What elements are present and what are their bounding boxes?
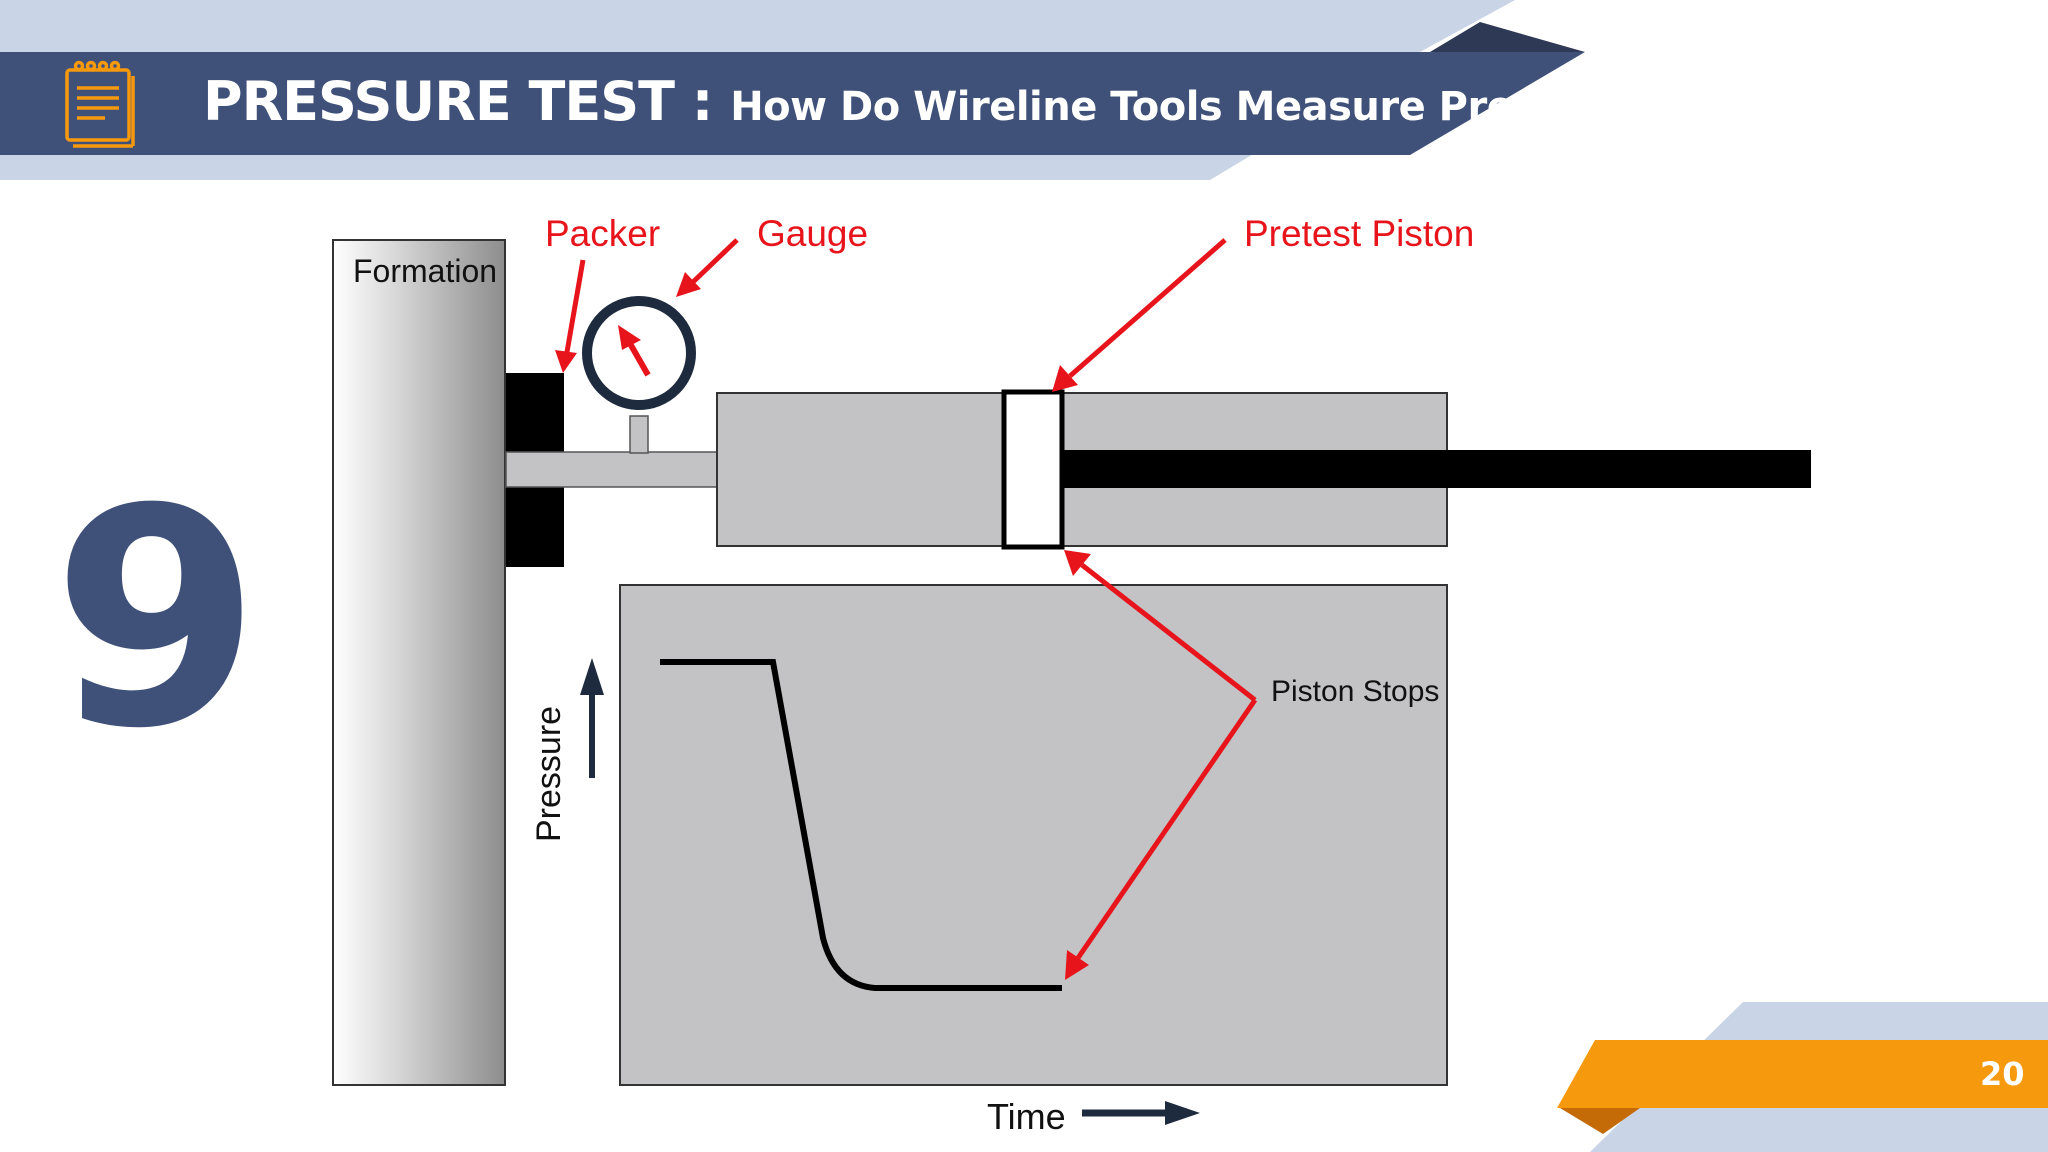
notepad-icon — [65, 60, 135, 148]
pretest-piston — [1001, 389, 1065, 550]
gauge-label: Gauge — [757, 213, 869, 254]
pressure-axis-arrow — [580, 658, 604, 778]
packer-arrow — [555, 259, 586, 373]
gauge-arrow — [676, 238, 739, 297]
page-title: PRESSURE TEST : How Do Wireline Tools Me… — [203, 70, 1634, 133]
piston-stops-arrows — [1064, 550, 1258, 980]
time-axis-arrow — [1082, 1101, 1200, 1125]
header-top-band — [0, 0, 1515, 52]
time-axis-label: Time — [987, 1096, 1066, 1137]
formation-label: Formation — [353, 253, 498, 289]
step-number: 9 — [52, 445, 261, 794]
gauge-dial — [582, 296, 696, 410]
gauge-needle — [618, 325, 651, 377]
header-main-band — [0, 52, 1585, 155]
pretest-piston-arrow — [1052, 238, 1227, 392]
footer-orange-band — [1557, 1040, 2048, 1108]
title-sub-text: How Do Wireline Tools Measure Pressure — [730, 84, 1634, 130]
title-main-text: PRESSURE TEST : — [203, 70, 713, 133]
flow-line — [505, 451, 719, 488]
packer-lower — [506, 485, 564, 567]
pressure-chart-panel — [619, 584, 1448, 1086]
pressure-axis-label: Pressure — [530, 705, 568, 842]
header-bottom-band — [0, 150, 1260, 180]
header-dark-tip — [1430, 22, 1585, 52]
page-number: 20 — [1980, 1055, 2025, 1093]
gauge-stem — [629, 415, 649, 454]
footer-dark-orange — [1560, 1108, 1640, 1134]
packer-label: Packer — [545, 213, 661, 254]
formation-wall — [332, 239, 506, 1086]
pretest-piston-label: Pretest Piston — [1244, 213, 1475, 254]
piston-stops-label: Piston Stops — [1271, 675, 1440, 708]
piston-rod — [1063, 450, 1811, 488]
packer-upper — [506, 373, 564, 453]
pressure-curve — [660, 659, 1062, 991]
